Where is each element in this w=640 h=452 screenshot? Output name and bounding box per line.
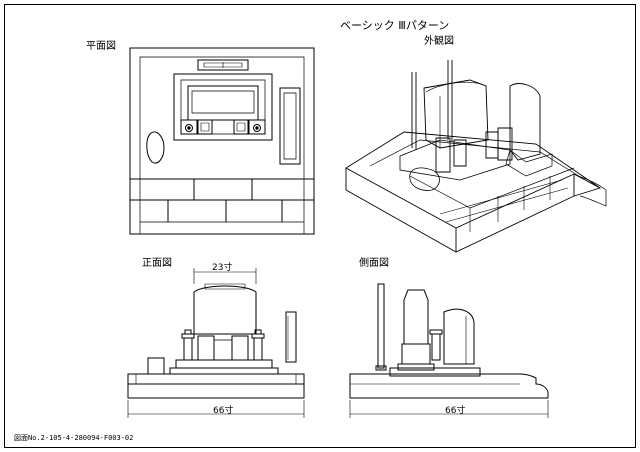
perspective-headstone bbox=[424, 80, 488, 148]
plan-vase-right bbox=[234, 120, 248, 134]
front-view-label: 正面図 bbox=[142, 258, 172, 269]
side-base bbox=[350, 374, 548, 398]
perspective-lantern-left bbox=[436, 138, 450, 172]
sheet-title: ベーシック Ⅲパターン bbox=[340, 19, 450, 32]
side-headstone bbox=[404, 290, 428, 344]
front-incense-box bbox=[148, 358, 164, 374]
front-top-width-dimension: 23寸 bbox=[212, 263, 233, 273]
perspective-view-label: 外観図 bbox=[424, 36, 454, 47]
front-memorial-tablet bbox=[286, 312, 296, 362]
side-view bbox=[350, 284, 548, 418]
plan-vase-left bbox=[198, 120, 212, 134]
plan-headstone bbox=[188, 86, 258, 120]
front-lantern-left bbox=[182, 330, 194, 360]
plan-outer-border bbox=[130, 48, 314, 234]
front-lantern-right bbox=[252, 330, 264, 360]
drawing-frame bbox=[4, 4, 636, 448]
side-base-width-dimension: 66寸 bbox=[445, 406, 466, 416]
front-headstone bbox=[194, 286, 256, 334]
plan-view-label: 平面図 bbox=[86, 41, 116, 52]
perspective-memorial-tablet bbox=[510, 84, 540, 160]
plan-lantern-left bbox=[181, 120, 197, 134]
plan-headstone-base bbox=[174, 74, 272, 140]
side-view-label: 側面図 bbox=[359, 258, 389, 269]
plan-view bbox=[130, 48, 314, 234]
drawing-number: 図面No.2-105-4-280094-F003-02 bbox=[14, 434, 134, 442]
plan-nameplate bbox=[198, 60, 248, 70]
side-memorial-tablet bbox=[444, 309, 474, 364]
side-pillar bbox=[378, 284, 384, 368]
perspective-view bbox=[346, 60, 606, 252]
perspective-base-outline bbox=[346, 132, 600, 252]
front-base bbox=[128, 374, 304, 384]
front-base-width-dimension: 66寸 bbox=[213, 406, 234, 416]
plan-memorial-tablet bbox=[280, 88, 300, 164]
front-view bbox=[128, 268, 304, 418]
plan-lantern-right bbox=[249, 120, 265, 134]
plan-stone-ornament bbox=[147, 132, 164, 163]
plan-inner-border bbox=[140, 57, 304, 179]
